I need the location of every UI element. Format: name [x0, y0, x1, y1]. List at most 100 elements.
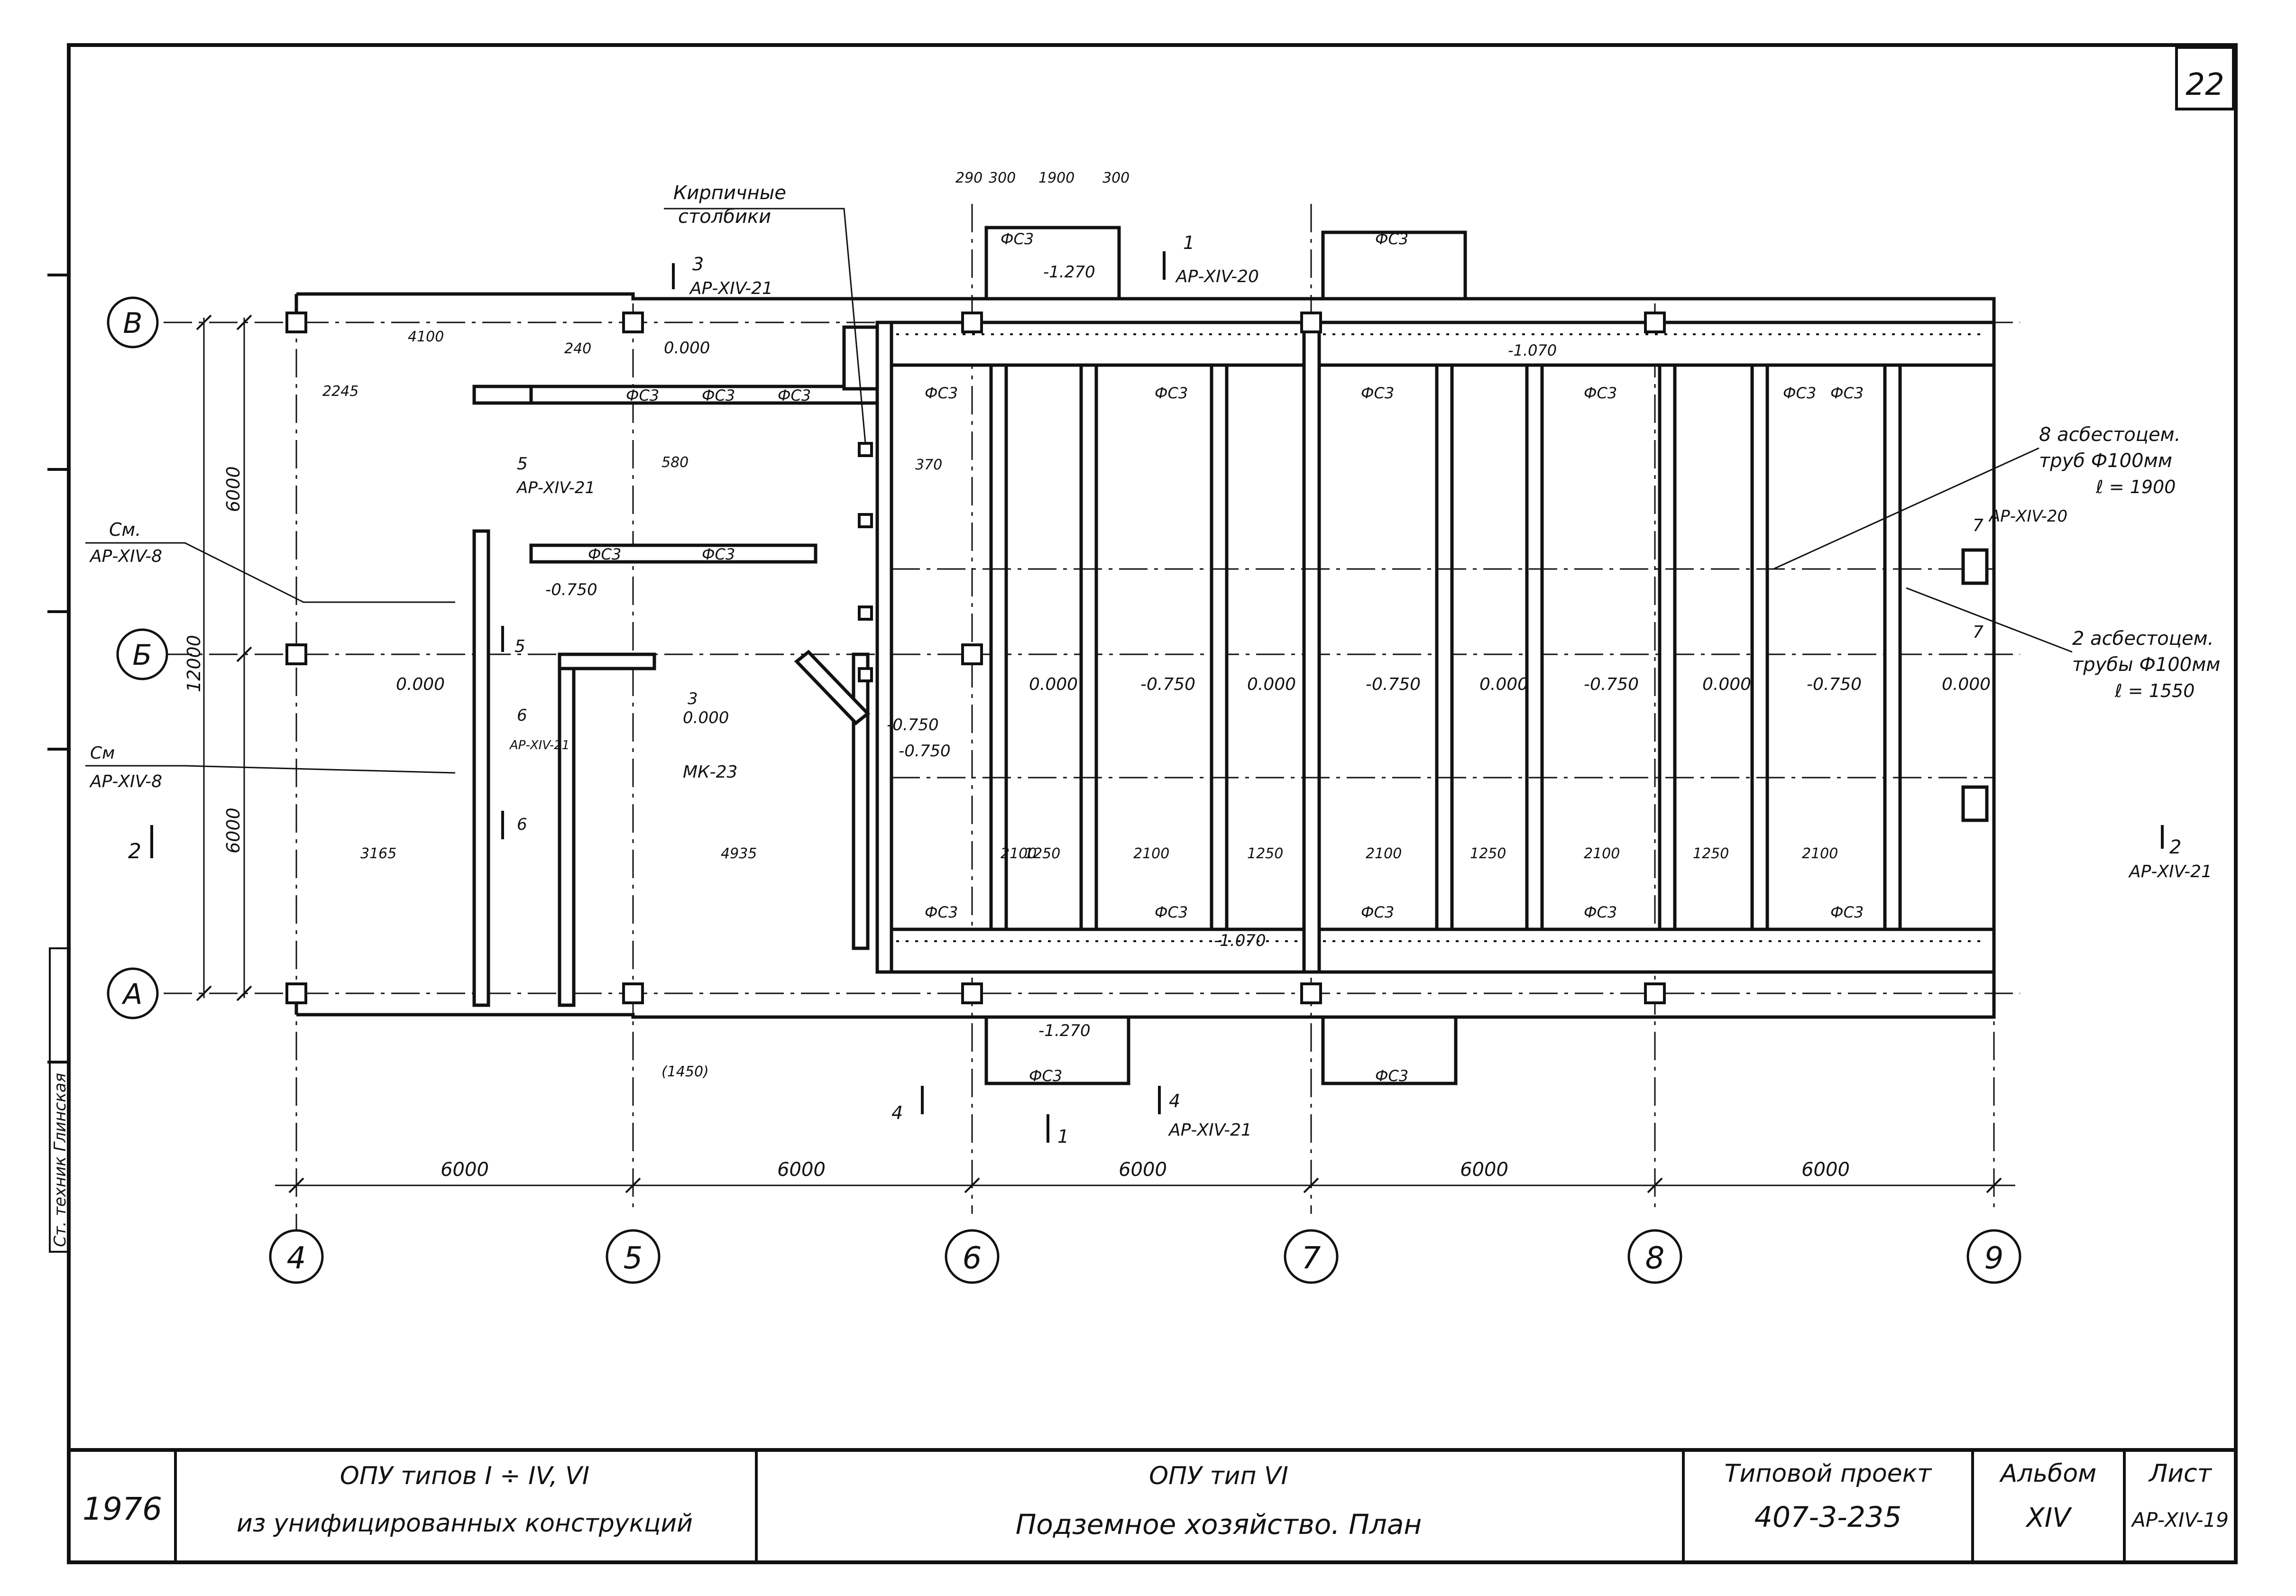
section-marker: 4	[891, 1086, 924, 1123]
svg-text:3165: 3165	[360, 845, 396, 862]
section-marker: 7 АР-ХIV-20	[1973, 507, 2067, 535]
axis-label-col-5: 5	[624, 1241, 643, 1276]
svg-text:АР-ХIV-21: АР-ХIV-21	[2128, 862, 2212, 881]
svg-text:2: 2	[2169, 836, 2181, 858]
axis-label-col-7: 7	[1302, 1241, 1321, 1276]
svg-text:-1.070: -1.070	[1508, 341, 1557, 359]
level-marks: 0.000 -1.270 -1.070 -0.750 0.000 -0.750 …	[396, 263, 1991, 1040]
brick-posts-label-2: столбики	[678, 206, 771, 228]
svg-text:ФС3: ФС3	[1375, 230, 1408, 248]
section-marker: 3	[688, 689, 698, 708]
annotations: Кирпичные столбики См. АР-ХIV-8 См АР-ХI…	[85, 170, 2220, 1147]
section-marker: 3 АР-ХIV-21	[672, 254, 773, 298]
svg-text:2100: 2100	[1133, 845, 1169, 862]
svg-text:-0.750: -0.750	[1807, 675, 1862, 694]
pipe2-line3: ℓ = 1550	[2114, 680, 2195, 701]
title-center-line2: Подземное хозяйство. План	[1016, 1508, 1422, 1541]
svg-text:4: 4	[1169, 1091, 1180, 1111]
svg-text:0.000: 0.000	[1029, 675, 1078, 694]
pipe8-line3: ℓ = 1900	[2095, 477, 2176, 497]
svg-text:2100: 2100	[1366, 845, 1402, 862]
bay-dim-1: 6000	[441, 1159, 489, 1181]
svg-text:2100: 2100	[1001, 845, 1037, 862]
svg-text:1250: 1250	[1470, 845, 1506, 862]
svg-text:АР-ХIV-20: АР-ХIV-20	[1175, 267, 1259, 286]
svg-text:АР-ХIV-21: АР-ХIV-21	[516, 478, 595, 497]
title-block: 1976 ОПУ типов I ÷ IV, VI из унифицирова…	[83, 1450, 2229, 1562]
section-marker: 6	[501, 811, 527, 839]
mk23-label: МК-23	[683, 762, 737, 782]
section-marker: 1	[1047, 1114, 1069, 1147]
svg-text:0.000: 0.000	[1942, 675, 1991, 694]
svg-text:АР-ХIV-21: АР-ХIV-21	[689, 279, 773, 298]
svg-text:-1.070: -1.070	[1214, 931, 1266, 950]
title-sheet-code: АР-XIV-19	[2131, 1508, 2229, 1532]
title-sheet-label: Лист	[2148, 1459, 2212, 1488]
brick-posts-label-1: Кирпичные	[673, 182, 786, 204]
axis-label-row-v: В	[123, 307, 142, 340]
column-bubbles: 4 5 6 7 8 9	[269, 1214, 2021, 1284]
svg-text:АР-ХIV-20: АР-ХIV-20	[1988, 507, 2067, 526]
ref-cm-bottom-1: См	[90, 743, 115, 763]
svg-text:ФС3: ФС3	[925, 903, 958, 921]
svg-text:0.000: 0.000	[1479, 675, 1528, 694]
side-stamp-text: Ст. техник Глинская	[51, 1073, 70, 1247]
svg-text:ФС3: ФС3	[1584, 903, 1617, 921]
svg-text:ФС3: ФС3	[925, 384, 958, 402]
svg-text:580: 580	[661, 454, 689, 471]
svg-text:3: 3	[692, 254, 704, 275]
section-marker: 2 АР-ХIV-21	[2128, 825, 2212, 881]
svg-text:1: 1	[1057, 1126, 1069, 1147]
svg-text:ФС3: ФС3	[1375, 1067, 1408, 1085]
section-marker: 5 АР-ХIV-21	[516, 454, 595, 497]
section-marker: 4 АР-ХIV-21	[1158, 1086, 1252, 1140]
pipe2-line2: трубы Ф100мм	[2072, 654, 2220, 676]
section-marker: 2	[128, 825, 153, 863]
svg-text:1250: 1250	[1024, 845, 1060, 862]
axis-label-col-6: 6	[963, 1241, 982, 1276]
svg-text:-0.750: -0.750	[1140, 675, 1195, 694]
svg-text:0.000: 0.000	[664, 339, 710, 358]
section-marker: 7	[1973, 623, 1984, 642]
title-album-number: XIV	[2025, 1503, 2072, 1533]
svg-text:ФС3: ФС3	[626, 386, 659, 404]
title-left-line2: из унифицированных конструкций	[237, 1509, 693, 1538]
ref-cm-bottom-2: АР-ХIV-8	[89, 772, 162, 791]
svg-text:1250: 1250	[1693, 845, 1729, 862]
sheet-number-box: 22	[2175, 46, 2235, 110]
svg-text:300: 300	[1102, 170, 1130, 186]
svg-text:4: 4	[891, 1102, 903, 1123]
overall-dimensions-left: 12000 6000 6000	[184, 314, 252, 1001]
ref-cm-top-2: АР-ХIV-8	[89, 547, 162, 566]
svg-text:3: 3	[688, 689, 698, 708]
svg-text:(1450): (1450)	[661, 1064, 709, 1080]
title-album-label: Альбом	[1999, 1459, 2097, 1488]
svg-text:1900: 1900	[1038, 170, 1075, 186]
pipe8-line1: 8 асбестоцем.	[2039, 424, 2180, 446]
svg-text:0.000: 0.000	[1702, 675, 1751, 694]
svg-text:2100: 2100	[1584, 845, 1620, 862]
svg-text:АР-ХIV-21: АР-ХIV-21	[1168, 1120, 1252, 1140]
axis-label-col-4: 4	[287, 1241, 306, 1276]
svg-text:ФС3: ФС3	[1830, 903, 1864, 921]
ref-cm-top-1: См.	[109, 519, 141, 540]
title-left-line1: ОПУ типов I ÷ IV, VI	[340, 1462, 589, 1490]
svg-text:ФС3: ФС3	[702, 545, 735, 563]
svg-text:370: 370	[915, 457, 942, 473]
svg-text:4935: 4935	[721, 845, 757, 862]
svg-text:5: 5	[514, 637, 525, 656]
svg-text:ФС3: ФС3	[1361, 903, 1394, 921]
plan-outline	[285, 226, 1996, 1085]
sheet-frame	[47, 43, 2238, 1564]
pipe2-line1: 2 асбестоцем.	[2072, 628, 2213, 650]
svg-text:ФС3: ФС3	[1001, 230, 1034, 248]
bay-dim-4: 6000	[1460, 1159, 1508, 1181]
svg-text:ФС3: ФС3	[1029, 1067, 1062, 1085]
axis-label-row-b: Б	[132, 639, 152, 672]
svg-text:2100: 2100	[1802, 845, 1838, 862]
svg-text:6: 6	[517, 706, 527, 725]
svg-text:ФС3: ФС3	[1361, 384, 1394, 402]
svg-text:7: 7	[1973, 516, 1984, 535]
svg-text:ФС3: ФС3	[588, 545, 621, 563]
